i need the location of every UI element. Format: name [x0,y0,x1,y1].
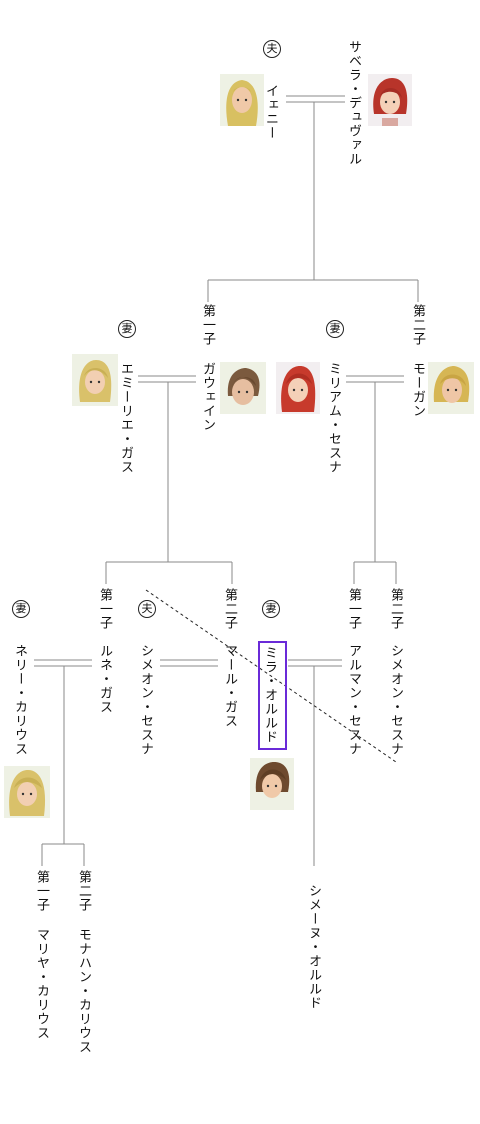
rene-name: ルネ・ガス [97,644,112,714]
portrait-gawain [220,362,266,414]
dashed-relation-line [145,589,397,763]
arman-name: アルマン・セスナ [346,644,361,756]
simeon-birth-order: 第二子 [388,588,403,630]
nelly-name: ネリー・カリウス [12,644,27,756]
miriam-name: ミリアム・セスナ [326,362,341,474]
morgan-birth-order: 第二子 [410,304,425,346]
portrait-mira [250,758,294,810]
monahan-name: モナハン・カリウス [76,928,91,1054]
mariya-birth-order: 第一子 [34,870,49,912]
gen1-husband-name: イェニー [263,84,278,140]
simeon-name: シメオン・セスナ [388,644,403,756]
mar-birth-order: 第二子 [222,588,237,630]
gawain-birth-order: 第一子 [200,304,215,346]
simeon-husband-name: シメオン・セスナ [138,644,153,756]
mariya-name: マリヤ・カリウス [34,928,49,1040]
highlight-box [258,641,287,750]
simeon-husband-mark: 夫 [138,600,156,618]
miriam-wife-mark: 妻 [326,320,344,338]
mira-name: ミラ・オルルド [262,646,277,744]
rene-birth-order: 第一子 [97,588,112,630]
mira-wife-mark: 妻 [262,600,280,618]
portrait-nelly [4,766,50,818]
arman-birth-order: 第一子 [346,588,361,630]
nelly-wife-mark: 妻 [12,600,30,618]
mar-name: マール・ガス [222,644,237,728]
simene-name: シメーヌ・オルルド [306,884,321,1010]
emilie-name: エミーリエ・ガス [118,362,133,474]
monahan-birth-order: 第二子 [76,870,91,912]
portrait-sabella [368,74,412,126]
morgan-name: モーガン [410,362,425,418]
gen1-wife-name: サベラ・デュヴァル [346,40,361,166]
portrait-emilie [72,354,118,406]
gawain-name: ガウェイン [200,362,215,432]
portrait-morgan [428,362,474,414]
portrait-miriam [276,362,320,414]
portrait-yeni [220,74,264,126]
emilie-wife-mark: 妻 [118,320,136,338]
husband-mark: 夫 [263,40,281,58]
